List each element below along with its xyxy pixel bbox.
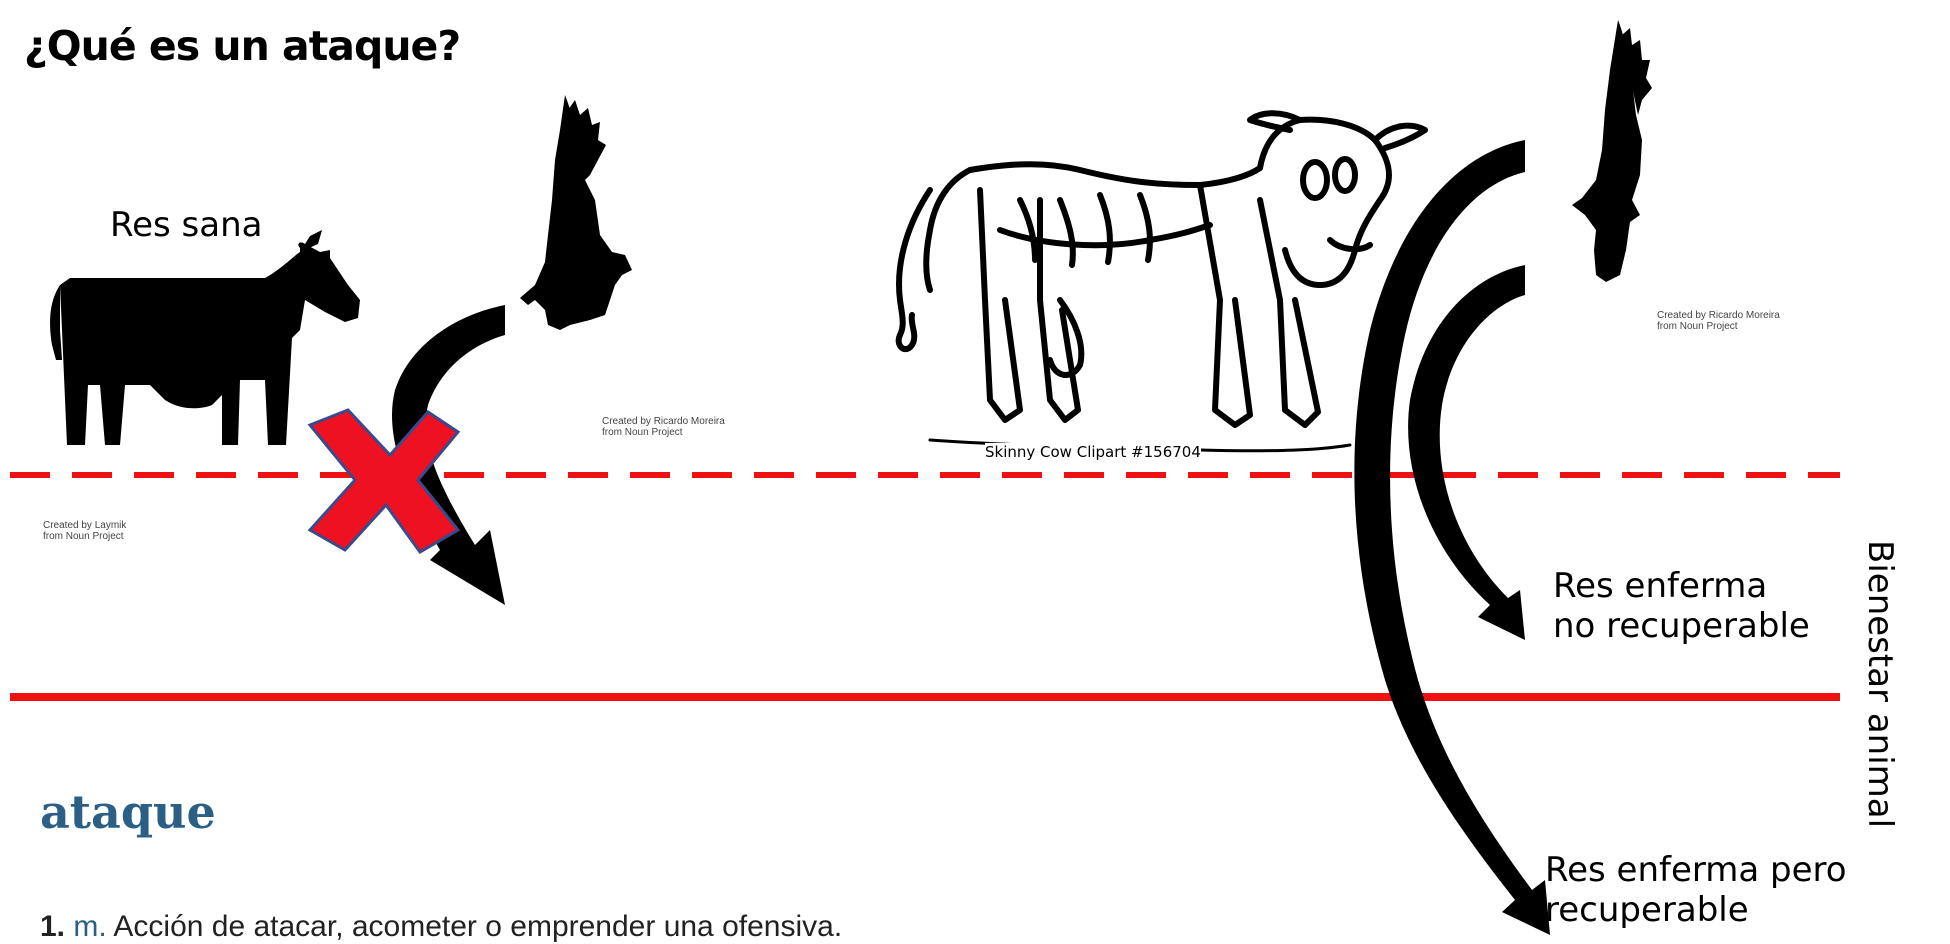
vulture-icon — [520, 95, 632, 330]
label-line: Res enferma pero — [1545, 850, 1847, 890]
definition-text: Acción de atacar, acometer o emprender u… — [113, 910, 842, 943]
definition-number: 1. — [40, 910, 65, 943]
credit-vulture-right: Created by Ricardo Moreira from Noun Pro… — [1657, 310, 1780, 332]
definition-abbreviation: m. — [73, 910, 106, 943]
credit-line: from Noun Project — [1657, 321, 1780, 332]
vulture-icon — [1572, 20, 1652, 282]
curved-arrow-icon — [1408, 265, 1525, 640]
credit-line: Created by Laymik — [43, 520, 126, 531]
dictionary-word: ataque — [40, 785, 216, 839]
credit-line: from Noun Project — [43, 531, 126, 542]
welfare-axis-label: Bienestar animal — [1860, 540, 1900, 828]
label-sick-recoverable: Res enferma pero recuperable — [1545, 850, 1847, 930]
label-healthy-cow: Res sana — [110, 205, 262, 245]
label-line: Res enferma — [1553, 566, 1810, 606]
label-sick-unrecoverable: Res enferma no recuperable — [1553, 566, 1810, 646]
label-line: recuperable — [1545, 890, 1847, 930]
credit-vulture-left: Created by Ricardo Moreira from Noun Pro… — [602, 416, 725, 438]
credit-line: Created by Ricardo Moreira — [602, 416, 725, 427]
credit-line: Created by Ricardo Moreira — [1657, 310, 1780, 321]
credit-skinny-cow: Skinny Cow Clipart #156704 — [985, 443, 1201, 461]
label-line: no recuperable — [1553, 606, 1810, 646]
credit-line: from Noun Project — [602, 427, 725, 438]
credit-cow: Created by Laymik from Noun Project — [43, 520, 126, 542]
cow-icon — [50, 230, 360, 445]
dictionary-definition: 1. m. Acción de atacar, acometer o empre… — [40, 910, 842, 944]
skinny-cow-illustration — [899, 113, 1425, 451]
